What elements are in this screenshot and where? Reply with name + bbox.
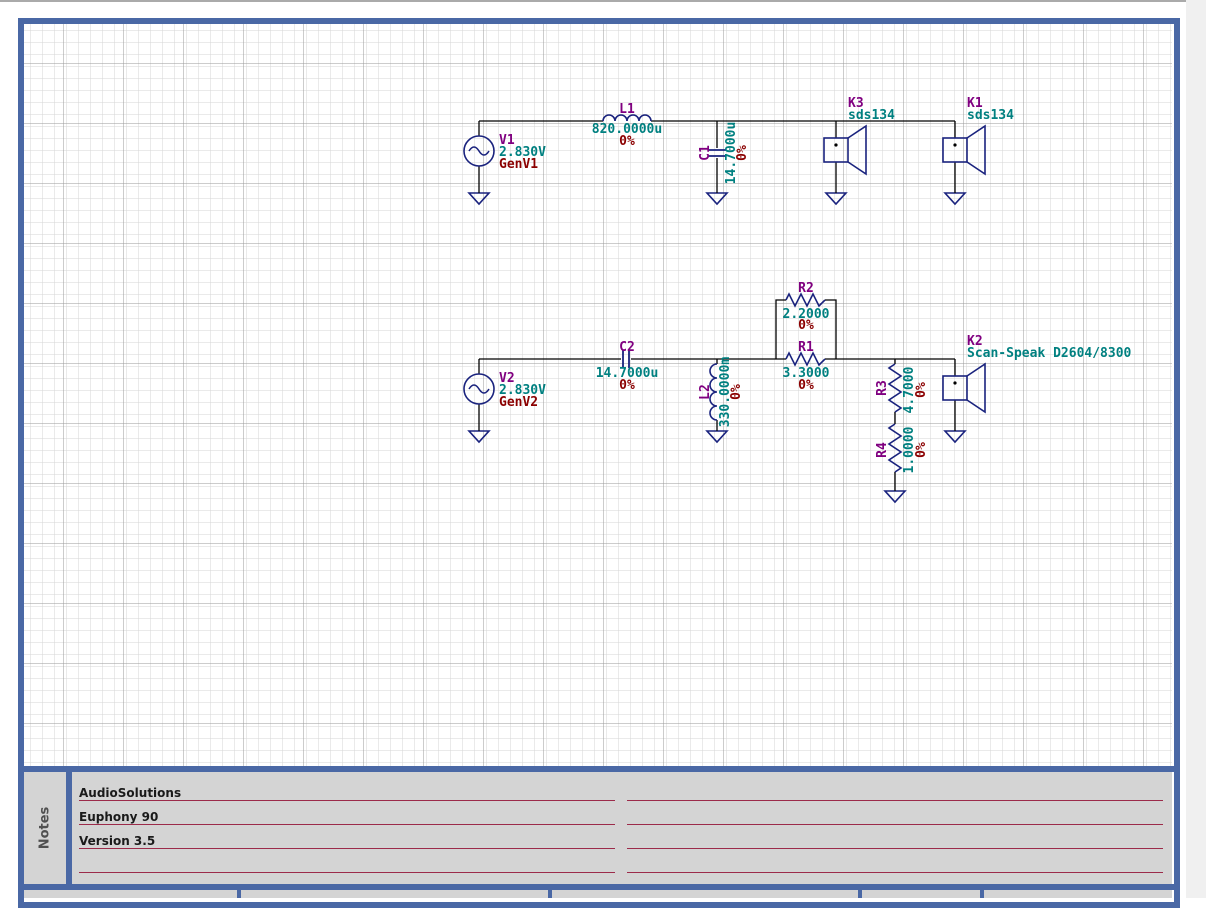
resistor-r1[interactable]	[785, 351, 826, 367]
resistor-r3[interactable]	[887, 363, 903, 413]
note-line-2-text[interactable]: Euphony 90	[79, 810, 159, 824]
ground-symbols	[467, 186, 967, 504]
source-v2-circle	[463, 373, 495, 405]
capacitor-c2[interactable]	[622, 350, 630, 368]
l1-designator: L1	[619, 102, 635, 117]
resistor-r4[interactable]	[887, 423, 903, 473]
sine-icon	[468, 384, 490, 394]
r4-designator: R4	[875, 442, 890, 458]
top-circuit-wires	[478, 120, 956, 186]
r3-designator: R3	[875, 380, 890, 396]
note-line-3-text[interactable]: Version 3.5	[79, 834, 156, 848]
grid-background	[24, 24, 1172, 766]
r2-tolerance: 0%	[798, 318, 814, 333]
note-line-1	[79, 800, 615, 801]
inductor-l2[interactable]	[709, 363, 718, 421]
source-v2[interactable]	[463, 373, 495, 405]
k2-designator: K2	[967, 334, 983, 349]
v1-generator: GenV1	[499, 157, 538, 172]
speaker-k1[interactable]	[942, 124, 986, 176]
notes-label: Notes	[37, 806, 53, 850]
note-line-1-text[interactable]: AudioSolutions	[79, 786, 182, 800]
window-top-edge	[0, 0, 1186, 2]
l1-tolerance: 0%	[619, 134, 635, 149]
source-v1[interactable]	[463, 135, 495, 167]
r3-tolerance: 0%	[914, 382, 929, 398]
bottom-circuit-wires	[478, 299, 956, 484]
note-line-4	[79, 872, 615, 873]
k3-designator: K3	[848, 96, 864, 111]
v2-value: 2.830V	[499, 383, 546, 398]
r3-value: 4.7000	[902, 366, 917, 413]
k1-designator: K1	[967, 96, 983, 111]
notes-panel: Notes AudioSolutions Euphony 90 Version …	[24, 772, 1172, 884]
c1-value: 14.7000u	[724, 122, 739, 185]
c2-designator: C2	[619, 340, 635, 355]
title-block-separator	[548, 890, 552, 898]
l2-designator: L2	[698, 384, 713, 400]
note-line-1-right	[627, 800, 1163, 801]
c1-tolerance: 0%	[735, 145, 750, 161]
note-line-2-right	[627, 824, 1163, 825]
speaker-k2[interactable]	[942, 362, 986, 414]
resistor-r2[interactable]	[785, 292, 826, 308]
k1-value: sds134	[967, 108, 1014, 123]
l1-value: 820.0000u	[592, 122, 662, 137]
l2-value: 330.0000m	[718, 357, 733, 428]
title-block-divider	[18, 884, 1180, 890]
c2-value: 14.7000u	[596, 366, 659, 381]
v2-designator: V2	[499, 371, 515, 386]
inductor-l1[interactable]	[602, 114, 652, 122]
l2-tolerance: 0%	[729, 384, 744, 400]
note-line-4-right	[627, 872, 1163, 873]
title-block-separator	[858, 890, 862, 898]
r1-tolerance: 0%	[798, 378, 814, 393]
note-line-2	[79, 824, 615, 825]
r4-tolerance: 0%	[914, 442, 929, 458]
title-block-separator	[980, 890, 984, 898]
r2-value: 2.2000	[783, 307, 830, 322]
v1-value: 2.830V	[499, 145, 546, 160]
r1-designator: R1	[798, 340, 814, 355]
k2-value: Scan-Speak D2604/8300	[967, 346, 1132, 361]
title-block-strip	[24, 890, 1172, 898]
capacitor-c1[interactable]	[708, 149, 726, 157]
notes-divider	[18, 766, 1180, 772]
r1-value: 3.3000	[783, 366, 830, 381]
k3-value: sds134	[848, 108, 895, 123]
r2-designator: R2	[798, 281, 814, 296]
v1-designator: V1	[499, 133, 515, 148]
v2-generator: GenV2	[499, 395, 538, 410]
source-v1-circle	[463, 135, 495, 167]
c1-designator: C1	[698, 145, 713, 161]
sine-icon	[468, 146, 490, 156]
r4-value: 1.0000	[902, 426, 917, 473]
notes-label-box: Notes	[24, 772, 72, 884]
c2-tolerance: 0%	[619, 378, 635, 393]
vertical-scrollbar[interactable]	[1186, 0, 1206, 898]
note-line-3	[79, 848, 615, 849]
title-block-separator	[237, 890, 241, 898]
speaker-k3[interactable]	[823, 124, 867, 176]
note-line-3-right	[627, 848, 1163, 849]
